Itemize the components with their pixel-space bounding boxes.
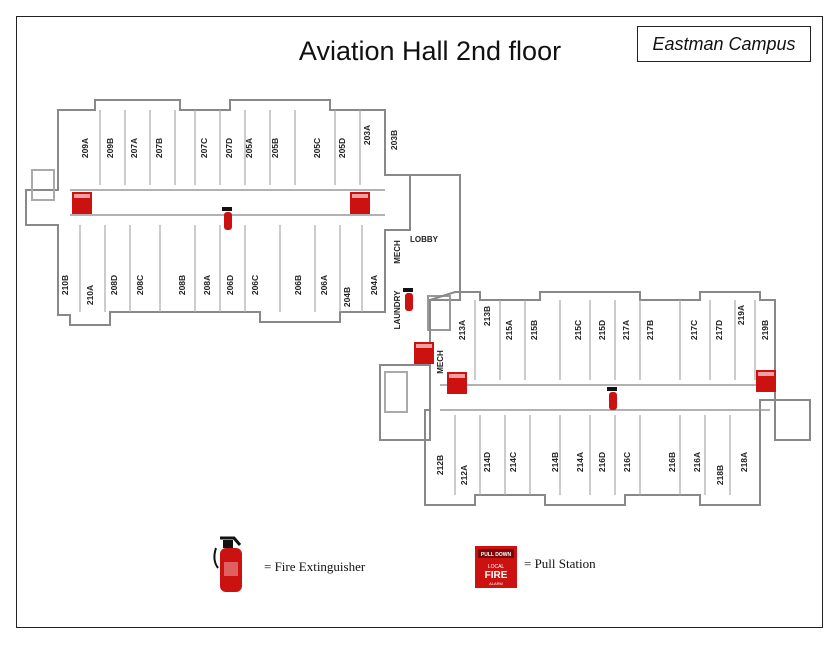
room-217C: 217C <box>689 320 699 340</box>
room-209A: 209A <box>80 138 90 158</box>
room-213B: 213B <box>482 306 492 326</box>
legend-fire-extinguisher-label: = Fire Extinguisher <box>264 559 366 574</box>
room-207D: 207D <box>224 138 234 158</box>
fire-extinguisher-map-2 <box>403 288 413 311</box>
room-207B: 207B <box>154 138 164 158</box>
room-215A: 215A <box>504 320 514 340</box>
pull-icon-line1: PULL DOWN <box>481 552 512 558</box>
room-215D: 215D <box>597 320 607 340</box>
room-205A: 205A <box>244 138 254 158</box>
pull-icon-line4: ALARM <box>489 581 503 586</box>
room-215C: 215C <box>573 320 583 340</box>
pull-icon-line3: FIRE <box>485 570 508 581</box>
pull-icon-line2: LOCAL <box>488 564 505 570</box>
legend-pull-station-label: = Pull Station <box>524 556 596 571</box>
room-216A: 216A <box>692 452 702 472</box>
room-labels-east-top: 213A 213B 215A 215B 215C 215D 217A 217B … <box>457 305 770 340</box>
room-206C: 206C <box>250 275 260 295</box>
room-218B: 218B <box>715 465 725 485</box>
room-208B: 208B <box>177 275 187 295</box>
room-206A: 206A <box>319 275 329 295</box>
room-labels-west-top: 209A 209B 207A 207B 207C 207D 205A 205B … <box>80 125 399 158</box>
room-214C: 214C <box>508 452 518 472</box>
room-219A: 219A <box>736 305 746 325</box>
legend-fire-extinguisher-icon <box>213 536 242 592</box>
room-215B: 215B <box>529 320 539 340</box>
room-217B: 217B <box>645 320 655 340</box>
room-206D: 206D <box>225 275 235 295</box>
pull-station-map-3 <box>414 342 434 364</box>
pull-station-map-4 <box>447 372 467 394</box>
lobby-block <box>379 174 461 441</box>
room-210A: 210A <box>85 285 95 305</box>
legend-pull-station-icon: PULL DOWN LOCAL FIRE ALARM <box>475 546 517 588</box>
pull-station-map-1 <box>72 192 92 214</box>
room-213A: 213A <box>457 320 467 340</box>
room-217D: 217D <box>714 320 724 340</box>
east-wing <box>424 291 811 506</box>
room-206B: 206B <box>293 275 303 295</box>
room-204A: 204A <box>369 275 379 295</box>
page-border <box>16 16 823 628</box>
room-208D: 208D <box>109 275 119 295</box>
room-210B: 210B <box>60 275 70 295</box>
room-204B: 204B <box>342 287 352 307</box>
room-217A: 217A <box>621 320 631 340</box>
campus-label: Eastman Campus <box>637 26 811 62</box>
room-205B: 205B <box>270 138 280 158</box>
room-214B: 214B <box>550 452 560 472</box>
room-212B: 212B <box>435 455 445 475</box>
room-218A: 218A <box>739 452 749 472</box>
room-208C: 208C <box>135 275 145 295</box>
mech-upper-label: MECH <box>393 240 402 264</box>
room-207C: 207C <box>199 138 209 158</box>
map-title: Aviation Hall 2nd floor <box>298 36 562 66</box>
fire-extinguisher-map-1 <box>222 207 232 230</box>
room-203A: 203A <box>362 125 372 145</box>
pull-station-map-5 <box>756 370 776 392</box>
room-216D: 216D <box>597 452 607 472</box>
room-203B: 203B <box>389 130 399 150</box>
fire-extinguisher-map-3 <box>607 387 617 410</box>
room-214D: 214D <box>482 452 492 472</box>
room-209B: 209B <box>105 138 115 158</box>
room-labels-east-bottom: 212B 212A 214D 214C 214B 214A 216D 216C … <box>435 452 749 485</box>
room-dividers <box>79 110 756 495</box>
room-219B: 219B <box>760 320 770 340</box>
room-212A: 212A <box>459 465 469 485</box>
room-205D: 205D <box>337 138 347 158</box>
laundry-label: LAUNDRY <box>393 290 402 329</box>
pull-station-map-2 <box>350 192 370 214</box>
lobby-label: LOBBY <box>410 235 439 244</box>
room-216C: 216C <box>622 452 632 472</box>
room-208A: 208A <box>202 275 212 295</box>
room-216B: 216B <box>667 452 677 472</box>
room-labels-west-bottom: 210B 210A 208D 208C 208B 208A 206D 206C … <box>60 275 379 307</box>
room-205C: 205C <box>312 138 322 158</box>
room-207A: 207A <box>129 138 139 158</box>
room-214A: 214A <box>575 452 585 472</box>
mech-lower-label: MECH <box>436 350 445 374</box>
